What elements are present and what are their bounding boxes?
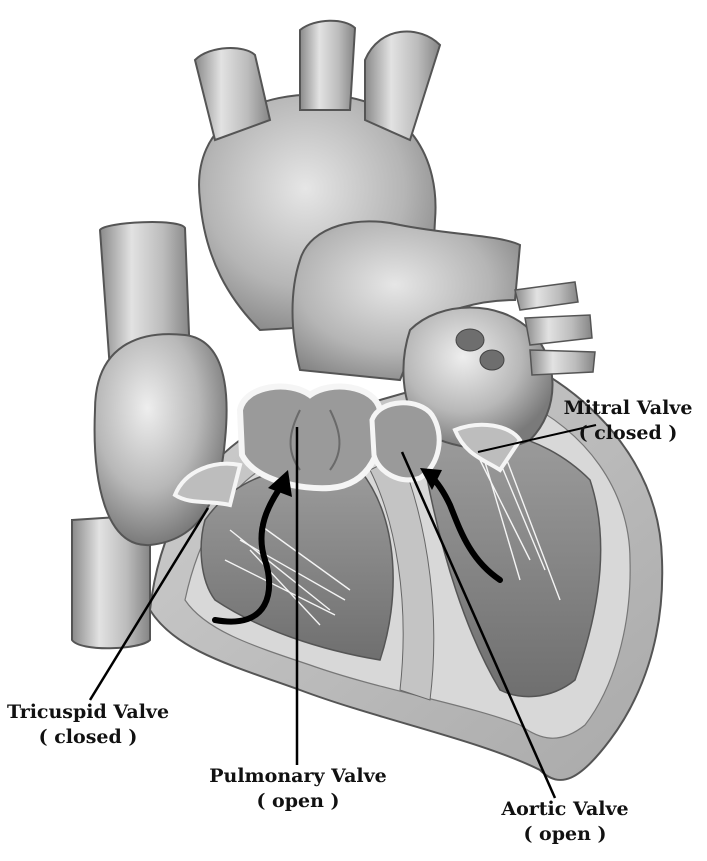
tricuspid-valve-state: ( closed ) [0, 725, 176, 750]
aortic-valve-state: ( open ) [490, 822, 640, 847]
pulmonary-vein-opening [480, 350, 504, 370]
mitral-valve-state: ( closed ) [553, 421, 703, 446]
aortic-branch-2 [300, 21, 355, 110]
pulmonary-valve [240, 387, 381, 489]
aortic-branch-3 [365, 31, 440, 140]
tricuspid-valve-label: Tricuspid Valve ( closed ) [0, 700, 176, 750]
pulmonary-valve-label: Pulmonary Valve ( open ) [198, 764, 398, 814]
pulmonary-valve-state: ( open ) [198, 789, 398, 814]
aortic-valve [372, 403, 439, 480]
pulmonary-vein-opening [456, 329, 484, 351]
pulmonary-valve-name: Pulmonary Valve [198, 764, 398, 789]
tricuspid-valve-name: Tricuspid Valve [0, 700, 176, 725]
mitral-valve-label: Mitral Valve ( closed ) [553, 396, 703, 446]
aortic-valve-label: Aortic Valve ( open ) [490, 797, 640, 847]
aortic-valve-name: Aortic Valve [490, 797, 640, 822]
mitral-valve-name: Mitral Valve [553, 396, 703, 421]
